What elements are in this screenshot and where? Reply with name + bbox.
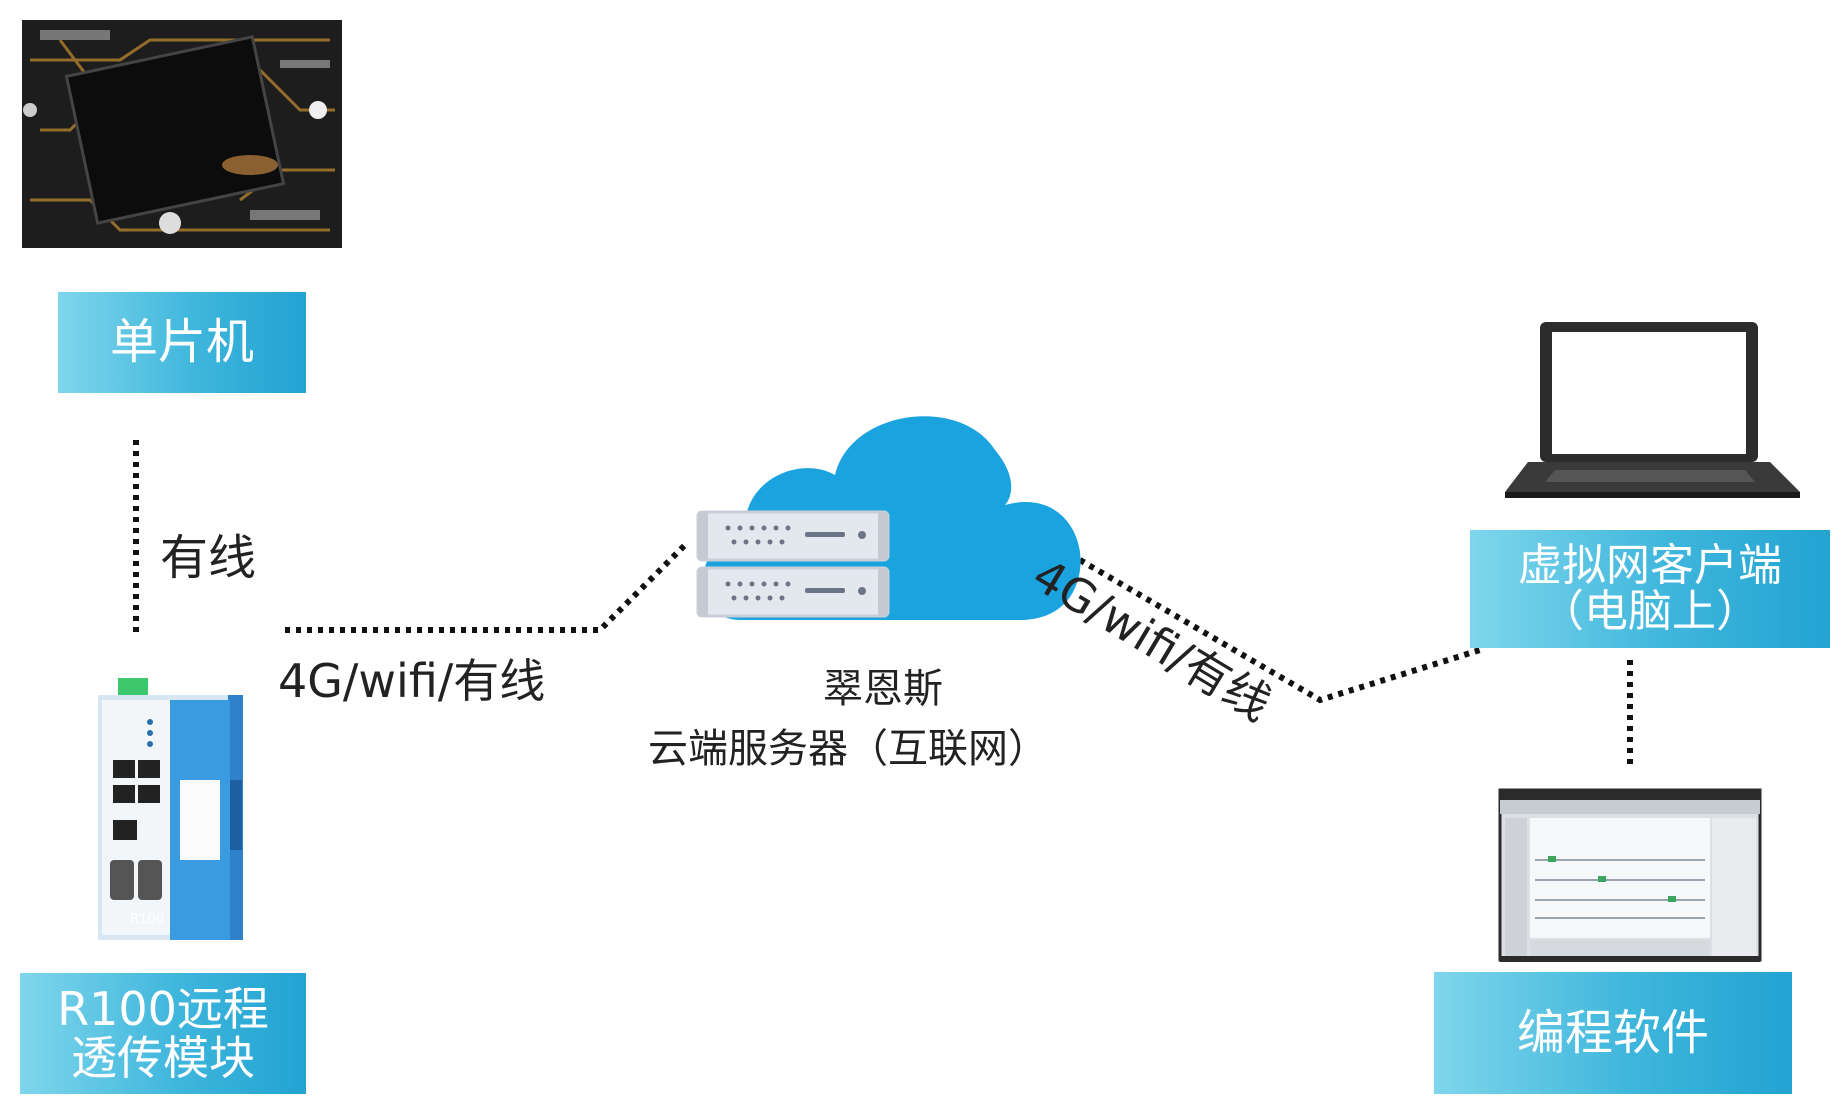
r100-device-text: R100	[130, 912, 164, 927]
r100-label-line2: 透传模块	[71, 1030, 255, 1085]
link-server-client	[1078, 557, 1481, 704]
mcu-label-box: 单片机	[58, 292, 306, 393]
mcu-chip-image	[22, 20, 342, 248]
laptop-image	[1505, 322, 1800, 498]
virtual-client-label-line2: （电脑上）	[1540, 586, 1760, 637]
mcu-label: 单片机	[109, 314, 254, 371]
link-label-mcu-r100: 有线	[160, 530, 257, 586]
software-screenshot-image	[1498, 788, 1762, 962]
server-name-label: 翠恩斯	[823, 666, 943, 712]
link-r100-server	[285, 542, 688, 633]
software-label: 编程软件	[1516, 1004, 1709, 1061]
server-desc-label: 云端服务器（互联网）	[648, 726, 1048, 772]
r100-label-box: R100远程 透传模块	[20, 973, 306, 1094]
virtual-client-label-line1: 虚拟网客户端	[1518, 539, 1782, 591]
r100-device-image	[98, 678, 243, 940]
software-label-box: 编程软件	[1434, 972, 1792, 1094]
link-label-r100-server: 4G/wifi/有线	[278, 654, 546, 708]
virtual-client-label-box: 虚拟网客户端 （电脑上）	[1470, 530, 1830, 648]
r100-label-line1: R100远程	[57, 982, 269, 1037]
server-stack-image	[696, 510, 890, 618]
